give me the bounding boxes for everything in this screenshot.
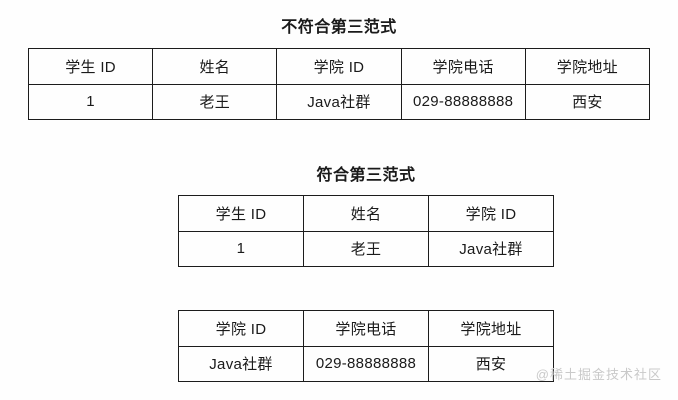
data-cell-name: 老王: [303, 230, 429, 267]
data-cell-college-phone: 029-88888888: [303, 345, 429, 382]
header-cell-college-phone: 学院电话: [303, 310, 429, 347]
header-cell-name: 姓名: [152, 48, 278, 85]
header-cell-college-phone: 学院电话: [400, 48, 526, 85]
table-header-row: 学生 ID 姓名 学院 ID: [178, 195, 554, 232]
table-row: 1 老王 Java社群: [178, 230, 554, 267]
data-cell-name: 老王: [152, 83, 278, 120]
watermark-text: @稀土掘金技术社区: [535, 367, 662, 382]
header-cell-college-address: 学院地址: [428, 310, 554, 347]
section-title-not-3nf: 不符合第三范式: [281, 19, 397, 36]
header-cell-college-id: 学院 ID: [276, 48, 402, 85]
table-header-row: 学生 ID 姓名 学院 ID 学院电话 学院地址: [27, 48, 651, 85]
header-cell-college-id: 学院 ID: [178, 310, 304, 347]
data-cell-college-id: Java社群: [428, 230, 554, 267]
header-cell-college-id: 学院 ID: [428, 195, 554, 232]
data-cell-student-id: 1: [27, 83, 154, 120]
section-title-3nf: 符合第三范式: [316, 167, 416, 184]
data-cell-college-address: 西安: [428, 345, 554, 382]
data-cell-college-id: Java社群: [178, 345, 304, 382]
header-cell-student-id: 学生 ID: [27, 48, 154, 85]
table-row: 1 老王 Java社群 029-88888888 西安: [27, 83, 651, 120]
header-cell-name: 姓名: [303, 195, 429, 232]
data-cell-student-id: 1: [178, 230, 304, 267]
data-cell-college-address: 西安: [524, 83, 651, 120]
header-cell-college-address: 学院地址: [524, 48, 651, 85]
table-3nf-college: 学院 ID 学院电话 学院地址 Java社群 029-88888888 西安: [178, 310, 554, 382]
data-cell-college-id: Java社群: [276, 83, 402, 120]
table-row: Java社群 029-88888888 西安: [178, 345, 554, 382]
header-cell-student-id: 学生 ID: [178, 195, 304, 232]
table-not-3nf: 学生 ID 姓名 学院 ID 学院电话 学院地址 1 老王 Java社群 029…: [27, 48, 651, 120]
data-cell-college-phone: 029-88888888: [400, 83, 526, 120]
table-3nf-student: 学生 ID 姓名 学院 ID 1 老王 Java社群: [178, 195, 554, 267]
table-header-row: 学院 ID 学院电话 学院地址: [178, 310, 554, 347]
